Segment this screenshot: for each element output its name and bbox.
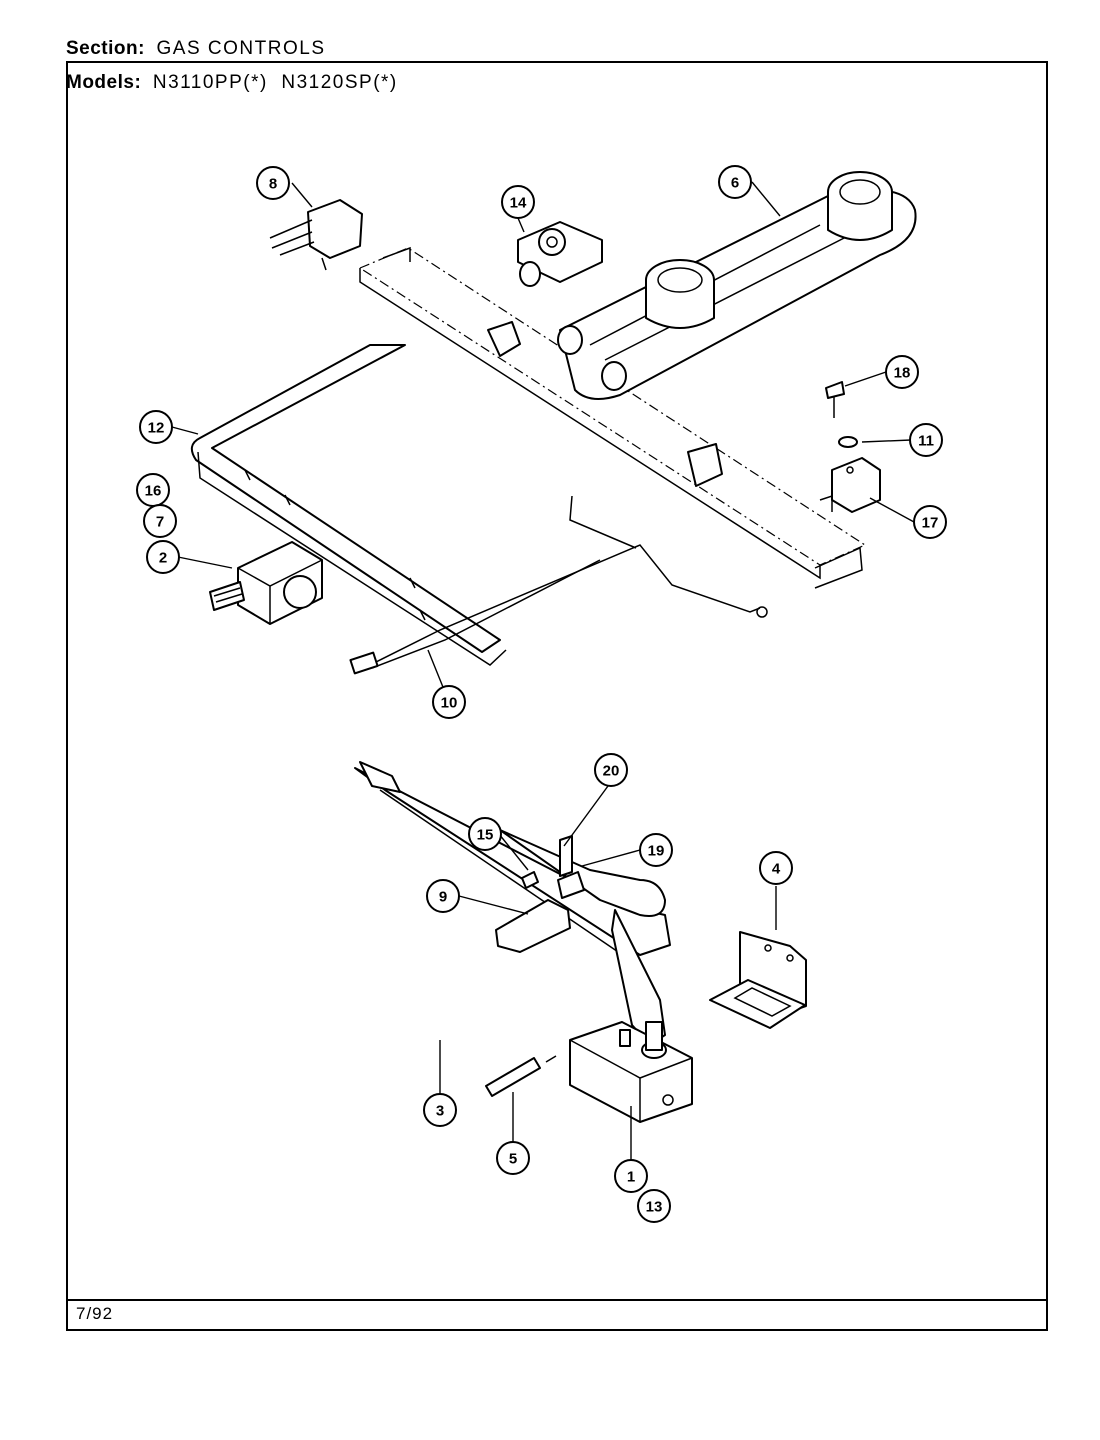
oven-thermostat	[569, 1021, 693, 1123]
callout-label: 19	[648, 843, 665, 860]
callout-6: 6	[718, 165, 752, 199]
section-label: Section:	[66, 38, 145, 59]
callout-4: 4	[759, 851, 793, 885]
manifold-pipe	[190, 344, 507, 666]
mounting-screw	[485, 1055, 557, 1097]
mounting-bracket	[819, 457, 881, 513]
pilot-burner	[495, 835, 585, 953]
models-label: Models:	[66, 72, 142, 93]
callout-9: 9	[426, 879, 460, 913]
callout-label: 13	[646, 1199, 663, 1216]
section-heading: Section: GAS CONTROLS	[66, 38, 326, 60]
callout-11: 11	[909, 423, 943, 457]
callout-8: 8	[256, 166, 290, 200]
burner-valve	[209, 541, 323, 625]
callout-label: 14	[510, 195, 527, 212]
callout-label: 6	[731, 175, 739, 192]
models-heading: Models: N3110PP(*) N3120SP(*)	[66, 72, 398, 94]
callout-label: 16	[145, 483, 162, 500]
support-bracket	[709, 931, 807, 1029]
callout-label: 2	[159, 550, 167, 567]
leader-lines	[171, 181, 915, 1162]
callout-17: 17	[913, 505, 947, 539]
callout-label: 3	[436, 1103, 444, 1120]
callout-5: 5	[496, 1141, 530, 1175]
callout-15: 15	[468, 817, 502, 851]
callout-label: 9	[439, 889, 447, 906]
revision-date: 7/92	[76, 1304, 114, 1323]
callout-label: 11	[918, 433, 934, 450]
callout-14: 14	[501, 185, 535, 219]
callout-2: 2	[146, 540, 180, 574]
rail-clips	[487, 321, 723, 487]
callout-18: 18	[885, 355, 919, 389]
oven-burner-tube	[354, 761, 671, 1046]
callout-label: 18	[894, 365, 911, 382]
callout-label: 15	[477, 827, 494, 844]
callout-12: 12	[139, 410, 173, 444]
manifold-bracket	[358, 246, 867, 589]
callout-label: 4	[772, 861, 781, 878]
screw-and-washer	[825, 381, 858, 448]
callout-16: 16	[136, 473, 170, 507]
callout-20: 20	[594, 753, 628, 787]
callout-label: 8	[269, 176, 277, 193]
callout-label: 17	[922, 515, 939, 532]
callout-label: 20	[603, 763, 620, 780]
ignition-switch	[269, 199, 363, 271]
diagram-frame	[66, 61, 1048, 1331]
callout-label: 10	[441, 695, 458, 712]
thermocouple-tube	[349, 495, 768, 675]
section-value: GAS CONTROLS	[156, 38, 326, 59]
callout-label: 12	[148, 420, 165, 437]
callout-13: 13	[637, 1189, 671, 1223]
callout-label: 7	[156, 514, 164, 531]
callout-label: 5	[509, 1151, 517, 1168]
callout-1: 1	[614, 1159, 648, 1193]
callout-3: 3	[423, 1093, 457, 1127]
callout-10: 10	[432, 685, 466, 719]
footer-divider	[66, 1299, 1048, 1301]
burner-assembly	[557, 171, 917, 400]
pressure-regulator	[517, 221, 603, 287]
callout-19: 19	[639, 833, 673, 867]
callout-7: 7	[143, 504, 177, 538]
callout-label: 1	[627, 1169, 635, 1186]
models-value: N3110PP(*) N3120SP(*)	[152, 72, 398, 93]
